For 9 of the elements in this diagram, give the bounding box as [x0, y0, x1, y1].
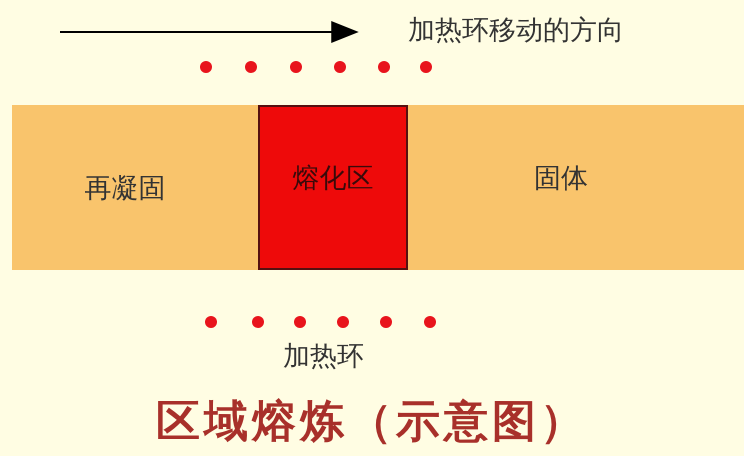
arrow-caption: 加热环移动的方向: [408, 14, 624, 48]
diagram-caption: 区域熔炼（示意图）: [156, 396, 588, 447]
molten-zone-box: [258, 105, 408, 270]
region-label: 熔化区: [292, 162, 374, 196]
region-label: 再凝固: [84, 172, 166, 206]
solid-band-segment: [12, 105, 258, 270]
solid-band-segment: [408, 105, 744, 270]
heating-ring-label: 加热环: [283, 340, 364, 374]
region-label: 固体: [534, 162, 588, 196]
